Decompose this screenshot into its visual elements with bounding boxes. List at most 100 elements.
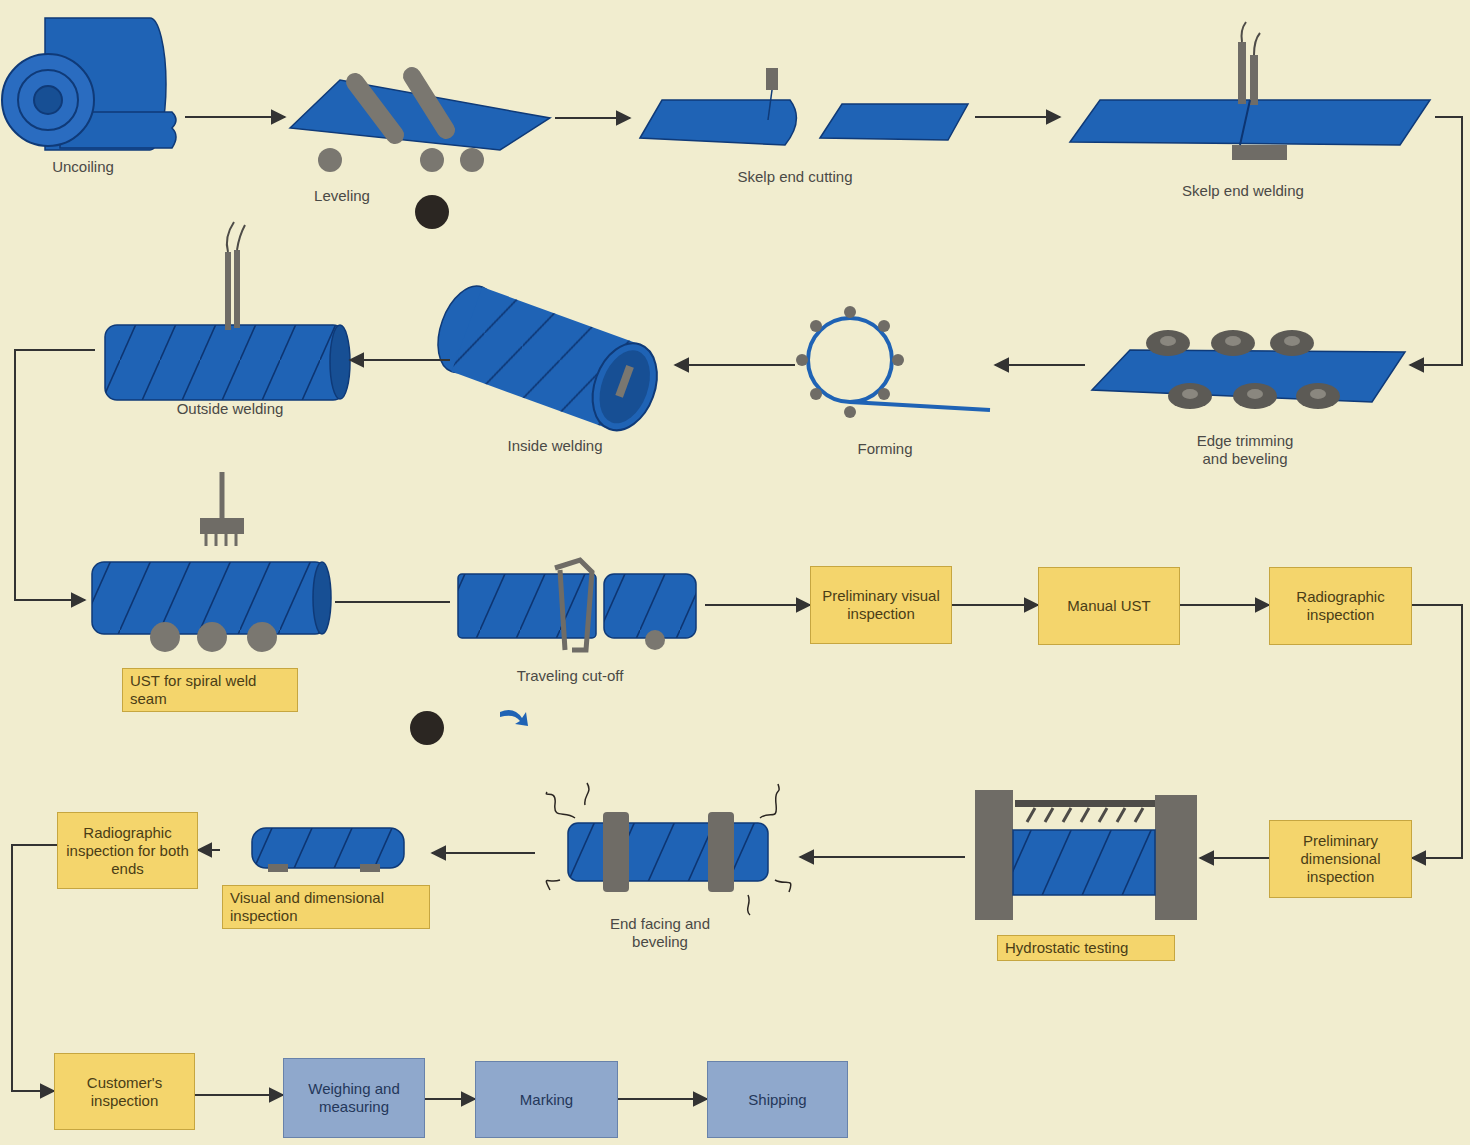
hydrostatic-tester-part (1013, 830, 1155, 895)
box-label: Radiographic inspection (1276, 588, 1405, 624)
forming-rolls-part (844, 406, 856, 418)
forming-rolls-part (810, 320, 822, 332)
end-facing-machine-part (546, 783, 791, 915)
finished-pipe-part (268, 864, 288, 872)
box-label: Customer's inspection (61, 1074, 188, 1110)
edge-trimmer-part (1168, 383, 1212, 409)
flow-arrow (425, 1098, 475, 1100)
outside-welding-pipe-part (330, 325, 350, 399)
ultrasonic-tester-part (200, 518, 244, 534)
flow-arrow (1200, 857, 1269, 859)
forming-rolls-part (808, 318, 892, 402)
outside-welding-pipe-part (105, 325, 345, 400)
leveling-rolls-part (412, 76, 446, 130)
edge-trimmer-part (1296, 383, 1340, 409)
flow-arrow (15, 350, 95, 600)
inspection-box: Customer's inspection (54, 1053, 195, 1130)
coil-part (18, 70, 78, 130)
flow-arrow (675, 364, 795, 366)
ultrasonic-tester-part (247, 622, 277, 652)
skelp-cutter (640, 68, 968, 145)
process-step: Skelp end cutting (630, 60, 975, 195)
edge-trimmer-part (1146, 330, 1190, 356)
ultrasonic-tester-part (197, 622, 227, 652)
skelp-welder-part (1242, 22, 1261, 55)
traveling-saw-part (604, 574, 696, 638)
end-facing-machine-part (568, 823, 768, 881)
edge-trimmer-part (1225, 336, 1241, 346)
finished-pipe-part (252, 828, 404, 868)
skelp-welder-part (1238, 42, 1246, 104)
hydrostatic-tester-part (975, 790, 1013, 920)
skelp-welder-part (1232, 145, 1287, 160)
finished-pipe-part (252, 828, 404, 868)
edge-trimmer-part (1284, 336, 1300, 346)
finished-pipe (252, 828, 404, 872)
box-label: Shipping (748, 1091, 806, 1109)
end-facing-machine (546, 783, 791, 915)
outside-welding-pipe-part (105, 325, 345, 400)
flow-arrow (975, 116, 1060, 118)
dispatch-box: Marking (475, 1061, 618, 1138)
inspection-step: Visual and dimensional inspection (220, 818, 432, 946)
flow-arrow (1410, 117, 1462, 365)
forming-rolls-part (878, 320, 890, 332)
inspection-label: Visual and dimensional inspection (222, 885, 430, 929)
inspection-box: Manual UST (1038, 567, 1180, 645)
flow-arrow (12, 845, 57, 1091)
ultrasonic-tester-part (150, 622, 180, 652)
ultrasonic-tester-part (220, 472, 225, 520)
edge-trimmer-part (1270, 330, 1314, 356)
process-step: End facing and beveling (535, 770, 800, 960)
flow-arrow (1412, 605, 1462, 858)
step-caption: Skelp end cutting (705, 168, 885, 186)
edge-trimmer-part (1160, 336, 1176, 346)
box-label: Weighing and measuring (290, 1080, 418, 1116)
coil (2, 18, 176, 150)
step-caption: Edge trimming and beveling (1186, 432, 1304, 468)
traveling-saw-part (500, 710, 528, 726)
outside-welding-pipe-part (228, 250, 237, 330)
traveling-saw-part (555, 560, 592, 650)
leveling-rolls-part (318, 148, 342, 172)
forming-rolls-part (844, 306, 856, 318)
dispatch-box: Weighing and measuring (283, 1058, 425, 1138)
step-caption: Outside welding (160, 400, 300, 418)
traveling-saw (410, 560, 696, 745)
leveling-rolls (290, 76, 550, 229)
outside-welding-pipe-part (227, 222, 245, 252)
flow-arrow (995, 364, 1085, 366)
forming-rolls-part (810, 388, 822, 400)
finished-pipe-part (360, 864, 380, 872)
inside-welding-pipe-part (581, 334, 668, 439)
flow-arrow (705, 604, 810, 606)
ultrasonic-tester-part (313, 562, 331, 634)
step-caption: Uncoiling (23, 158, 143, 176)
flow-arrow (350, 359, 450, 361)
inspection-label: Hydrostatic testing (997, 935, 1175, 961)
forming-rolls-part (796, 354, 808, 366)
step-caption: Forming (835, 440, 935, 458)
traveling-saw-part (604, 574, 696, 638)
box-label: Radiographic inspection for both ends (64, 824, 191, 878)
skelp-welder-part (1240, 100, 1250, 145)
skelp-cutter-part (640, 100, 796, 145)
inspection-box: Preliminary dimensional inspection (1269, 820, 1412, 898)
process-step: Traveling cut-off (450, 550, 705, 695)
hydrostatic-tester-part (1155, 795, 1197, 920)
process-step: Forming (795, 300, 995, 465)
flow-arrow (432, 852, 535, 854)
edge-trimmer (1092, 330, 1405, 409)
leveling-rolls-part (420, 148, 444, 172)
box-label: Manual UST (1067, 597, 1150, 615)
inspection-box: Radiographic inspection for both ends (57, 812, 198, 889)
skelp-welder-part (1250, 55, 1258, 105)
flow-arrow (1180, 604, 1269, 606)
step-caption: Traveling cut-off (495, 667, 645, 685)
flow-arrow (555, 117, 630, 119)
inspection-box: Preliminary visual inspection (810, 566, 952, 644)
process-step: Skelp end welding (1060, 30, 1435, 210)
edge-trimmer-part (1310, 389, 1326, 399)
